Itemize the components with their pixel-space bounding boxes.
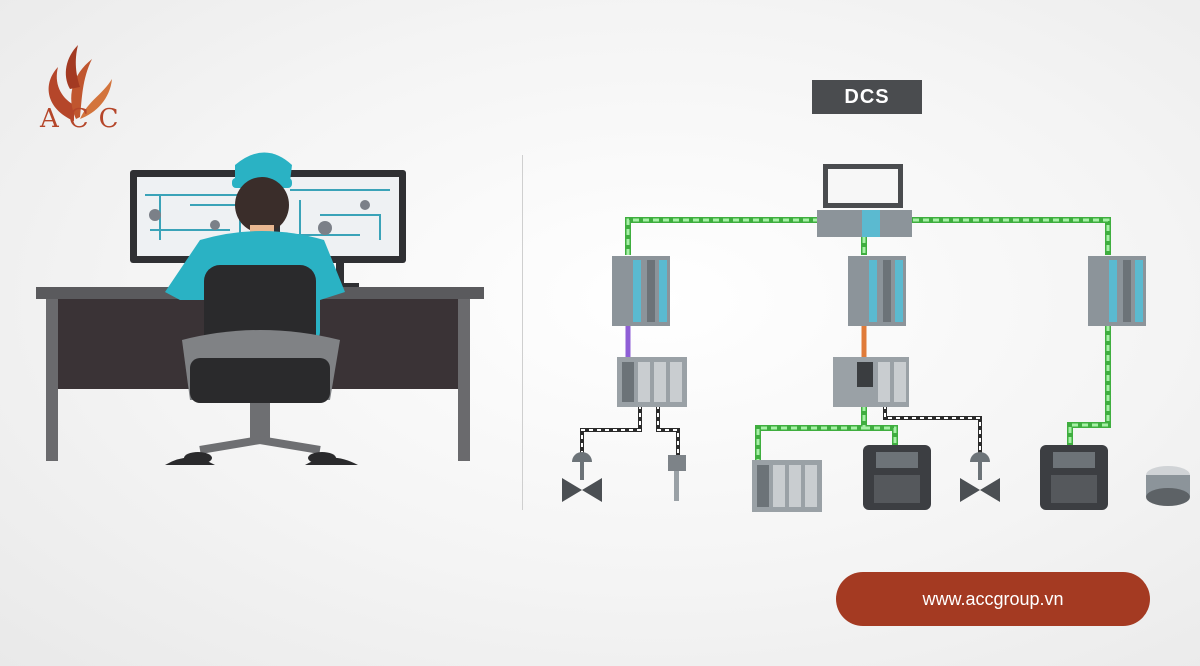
temperature-sensor-icon [668, 455, 686, 501]
office-chair [165, 265, 358, 465]
logo-text: ACC [40, 104, 129, 134]
valve-right-icon [960, 452, 1000, 502]
dcs-title-badge: DCS [812, 80, 922, 114]
drive-right [1040, 445, 1108, 510]
section-divider [522, 155, 523, 510]
valve-left-icon [562, 452, 602, 502]
io-module-bottom [752, 460, 822, 512]
io-module-left [617, 357, 687, 407]
website-url-button[interactable]: www.accgroup.vn [836, 572, 1150, 626]
io-module-middle [833, 357, 909, 407]
engineering-workstation [817, 164, 912, 237]
drive-middle [863, 445, 931, 510]
controller-middle [848, 256, 906, 326]
encoder-icon [1146, 466, 1190, 506]
controller-left [612, 256, 670, 326]
controller-right [1088, 256, 1146, 326]
acc-flame-logo-icon [48, 45, 112, 121]
